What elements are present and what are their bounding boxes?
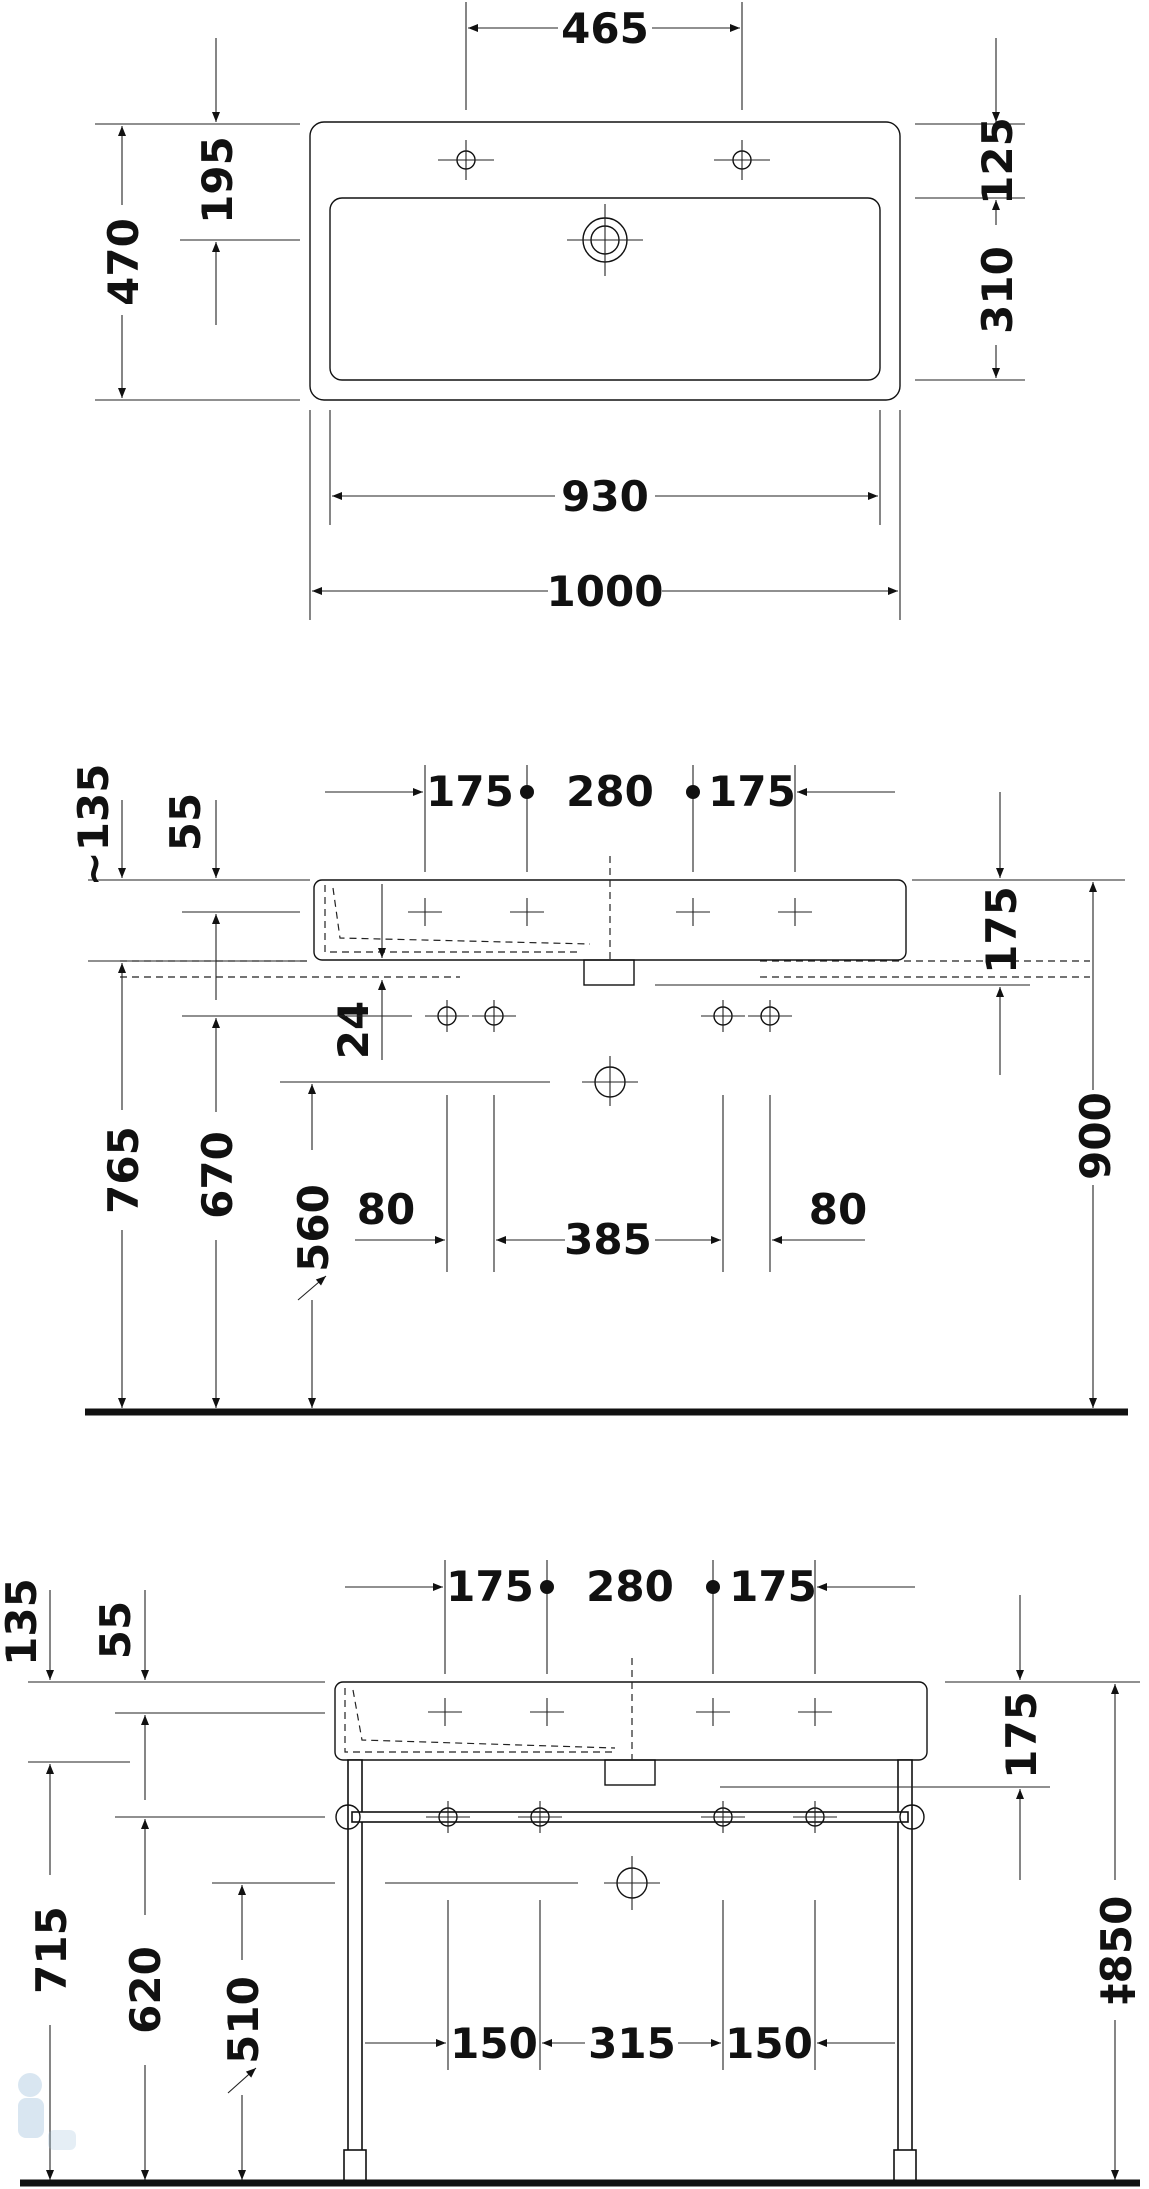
tap-marks-console	[428, 1698, 832, 1726]
bowl-hidden-line-console	[344, 1688, 616, 1753]
rail-end-left	[335, 1804, 361, 1830]
watermark-logo-icon	[18, 2073, 76, 2150]
dim-930: 930	[561, 472, 649, 521]
console-foot-right	[893, 2149, 917, 2183]
basin-outline-console	[334, 1681, 928, 1761]
front-view-wall: 175 280 175 ~135 55 24 175 900 765 670	[69, 764, 1128, 1416]
dim-670: 670	[193, 1131, 242, 1219]
basin-outline-top	[309, 121, 901, 401]
dim-135-console: 135	[0, 1578, 46, 1666]
dim-175-height-console: 175	[997, 1691, 1046, 1779]
dim-175-right-console: 175	[729, 1562, 817, 1611]
dim-765: 765	[99, 1126, 148, 1214]
dim-175-left-console: 175	[446, 1562, 534, 1611]
rail-end-right	[899, 1804, 925, 1830]
waste-hole-console	[604, 1856, 660, 1910]
waste-hole	[582, 1056, 638, 1106]
dim-55: 55	[161, 793, 210, 851]
dim-280-console: 280	[586, 1562, 674, 1611]
dim-315: 315	[588, 2019, 676, 2068]
arrow-pointer	[297, 1275, 327, 1301]
bowl-hidden-line	[324, 885, 591, 953]
dim-125: 125	[973, 117, 1022, 205]
tap-hole-right	[714, 140, 770, 180]
dim-900: 900	[1071, 1092, 1120, 1180]
dim-80-right: 80	[809, 1185, 867, 1234]
waste-outlet	[583, 959, 635, 986]
dim-560: 560	[289, 1184, 338, 1272]
dim-470: 470	[99, 218, 148, 306]
supply-holes-console	[426, 1801, 837, 1833]
dim-195: 195	[193, 136, 242, 224]
dim-80-left: 80	[357, 1185, 415, 1234]
console-foot-left	[343, 2149, 367, 2183]
dim-510: 510	[219, 1976, 268, 2064]
drain-hole-top	[567, 204, 643, 276]
dim-310: 310	[973, 246, 1022, 334]
tap-marks-upper	[408, 898, 812, 926]
dim-715: 715	[27, 1906, 76, 1994]
dim-150-right: 150	[725, 2019, 813, 2068]
dim-175-right: 175	[708, 767, 796, 816]
dim-850: ‡850	[1092, 1896, 1141, 2005]
dim-620: 620	[121, 1946, 170, 2034]
front-view-console: 175 280 175 135 55 175 ‡850 715 620 510	[0, 1560, 1141, 2187]
arrow-pointer-console	[227, 2067, 257, 2094]
towel-rail	[351, 1811, 909, 1823]
supply-holes	[425, 1000, 792, 1032]
dim-385: 385	[564, 1215, 652, 1264]
dim-1000: 1000	[547, 567, 664, 616]
waste-outlet-console	[604, 1759, 656, 1786]
dim-150-left: 150	[450, 2019, 538, 2068]
dim-135-approx: ~135	[69, 764, 118, 887]
dim-465: 465	[561, 4, 649, 53]
dim-55-console: 55	[91, 1601, 140, 1659]
bowl-outline-top	[329, 197, 881, 381]
dim-280: 280	[566, 767, 654, 816]
tap-hole-left	[438, 140, 494, 180]
top-view: 465 470 195 125 310 930 1000	[95, 2, 1025, 620]
dim-24: 24	[329, 1001, 378, 1059]
dim-175-left: 175	[426, 767, 514, 816]
dim-175-height: 175	[977, 886, 1026, 974]
